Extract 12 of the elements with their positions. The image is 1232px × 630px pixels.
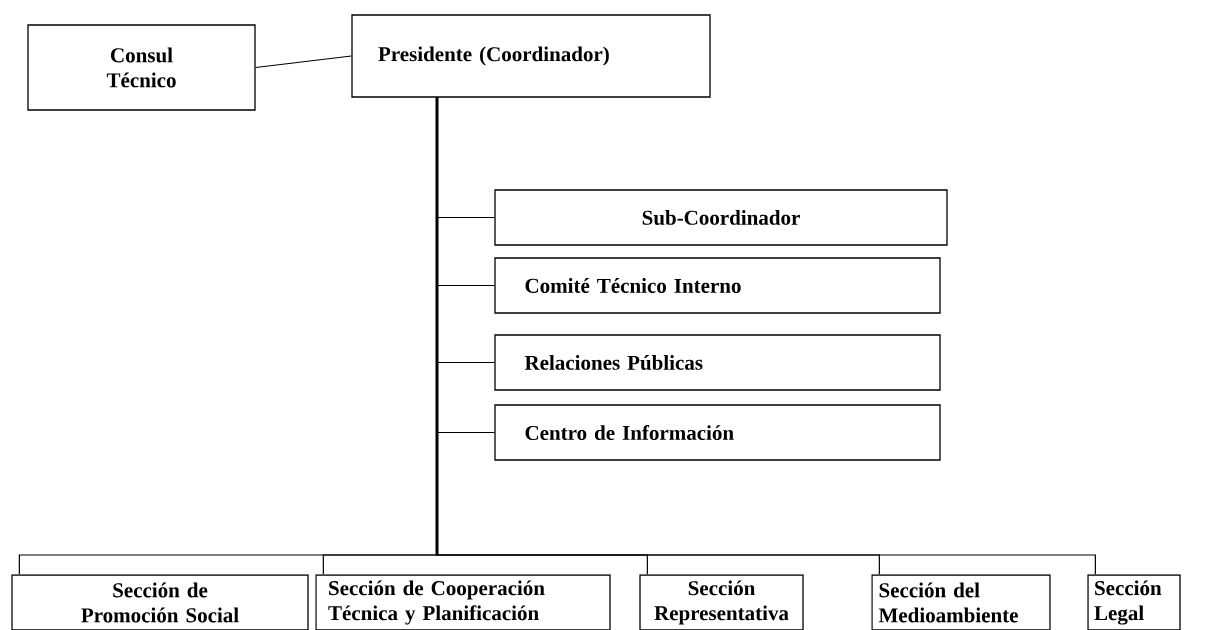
org-box: Sección del Medioambiente xyxy=(871,574,1051,630)
org-box: Consul Técnico xyxy=(27,24,256,111)
org-box: Presidente (Coordinador) xyxy=(351,14,711,98)
org-box: Sección de Promoción Social xyxy=(11,574,309,630)
org-box: Sección de Cooperación Técnica y Planificación xyxy=(315,574,611,630)
org-box: Sección Legal xyxy=(1087,574,1181,630)
org-box: Relaciones Públicas xyxy=(494,334,941,391)
org-box: Sub-Coordinador xyxy=(494,189,948,246)
org-box: Centro de Información xyxy=(494,404,941,461)
org-box: Sección Representativa xyxy=(639,574,804,630)
org-box: Comité Técnico Interno xyxy=(494,257,941,314)
connector-line xyxy=(255,55,352,69)
